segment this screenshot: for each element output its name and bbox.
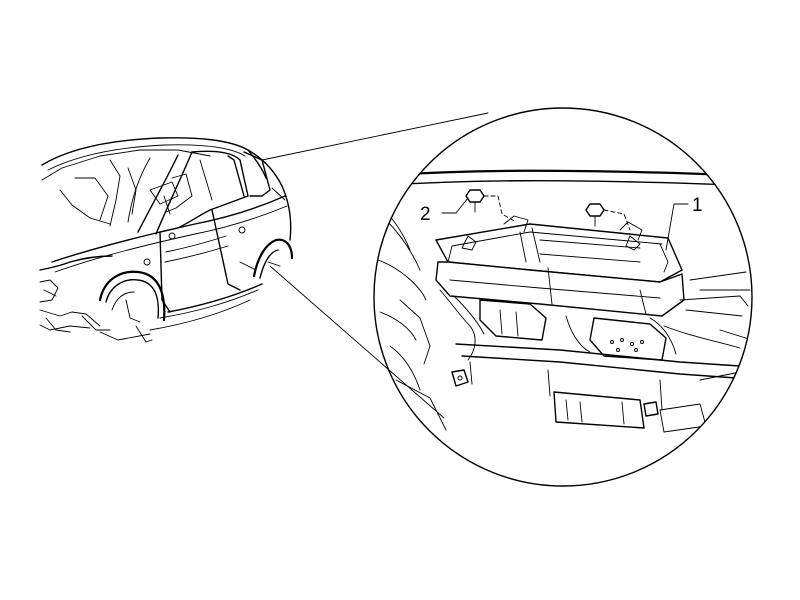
mounting-bolt-icon [465, 189, 485, 213]
callout-1: 1 [665, 195, 703, 251]
callout-label-2: 2 [420, 204, 431, 225]
mounting-bolt-icon [585, 203, 605, 227]
magnifier-circle [373, 107, 753, 487]
car-body-illustration [39, 137, 294, 343]
magnifier-leader-lines [261, 112, 489, 419]
callout-2: 2 [420, 197, 469, 225]
callout-label-1: 1 [692, 195, 703, 216]
detail-magnifier: 1 2 [373, 107, 753, 487]
